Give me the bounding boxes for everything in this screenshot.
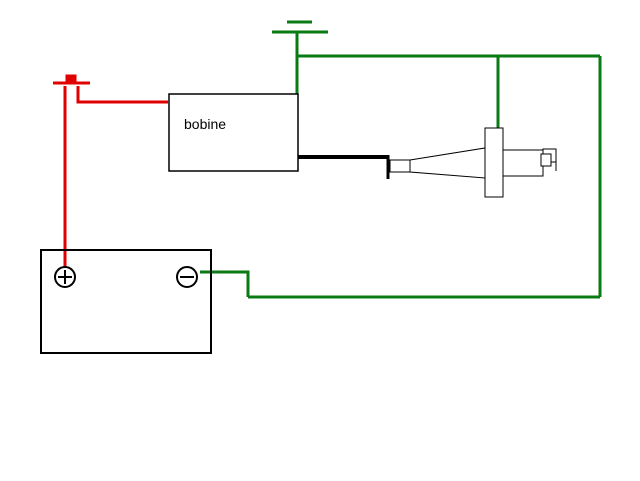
coil-label: bobine — [184, 116, 226, 132]
high-tension-lead — [298, 155, 390, 179]
plug-electrode-base — [540, 153, 552, 167]
battery — [40, 249, 212, 354]
plug-ground-electrode — [542, 148, 557, 171]
plug-hex-body — [484, 127, 504, 198]
ignition-coil: bobine — [168, 93, 299, 172]
switch-icon — [53, 74, 90, 85]
switch-to-coil-wire — [76, 86, 168, 104]
plug-terminal — [389, 159, 411, 173]
battery-negative-terminal-icon — [176, 266, 198, 288]
battery-negative-wire — [200, 270, 250, 297]
battery-positive-terminal-icon — [54, 266, 76, 288]
coil-box — [168, 93, 299, 172]
green-wires — [200, 32, 602, 299]
plug-thread — [502, 149, 544, 177]
ground-icon — [272, 20, 328, 34]
red-wires — [63, 86, 168, 268]
spark-plug-icon — [389, 127, 557, 198]
plug-insulator — [409, 147, 486, 179]
battery-case — [40, 249, 212, 354]
